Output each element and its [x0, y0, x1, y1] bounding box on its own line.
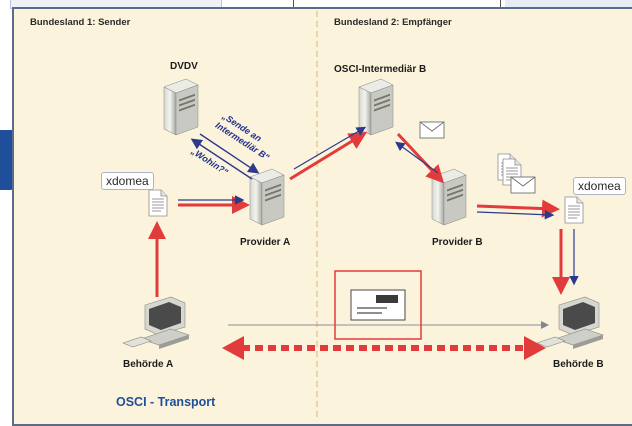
flow-arrow: [289, 131, 368, 181]
osci-transport-diagram: Bundesland 1: Sender Bundesland 2: Empfä…: [12, 7, 632, 426]
xdomea-document-left-icon: [148, 189, 168, 217]
behoerde-a-computer-icon: [122, 296, 190, 350]
dvdv-label: DVDV: [170, 61, 198, 72]
response-arrow: [190, 138, 253, 180]
intermediary-label: OSCI-Intermediär B: [334, 64, 427, 75]
provider-a-label: Provider A: [240, 237, 291, 248]
flow-arrow: [476, 199, 560, 218]
provider-b-label: Provider B: [432, 237, 483, 248]
flow-arrow: [476, 209, 555, 220]
header-cell-right: [505, 0, 632, 10]
behoerde-b-label: Behörde B: [553, 359, 604, 370]
behoerde-b-computer-icon: [536, 296, 604, 350]
xdomea-document-right-icon: [564, 196, 584, 224]
receiver-region-label: Bundesland 2: Empfänger: [334, 17, 452, 28]
flow-arrow: [396, 132, 445, 184]
provider-a-server-icon: [249, 168, 285, 226]
intermediary-server-icon: [358, 78, 394, 136]
sender-region-label: Bundesland 1: Sender: [30, 17, 131, 28]
query-arrow: [199, 133, 260, 174]
xdomea-tag-left: xdomea: [101, 172, 154, 190]
xdomea-tag-right: xdomea: [573, 177, 626, 195]
flow-arrow: [293, 126, 367, 170]
secure-transport-arrowhead: [524, 336, 546, 360]
dvdv-server-icon: [163, 78, 199, 136]
envelope-icon: [510, 176, 536, 194]
behoerde-a-label: Behörde A: [123, 359, 174, 370]
transport-envelope-icon: [350, 289, 406, 321]
diagram-graphics: [122, 11, 604, 419]
flow-arrow: [395, 141, 439, 174]
secure-transport-arrowhead: [222, 336, 244, 360]
envelope-icon: [419, 121, 445, 139]
osci-transport-caption: OSCI - Transport: [116, 395, 216, 409]
transport-message-highlight: [334, 270, 422, 340]
